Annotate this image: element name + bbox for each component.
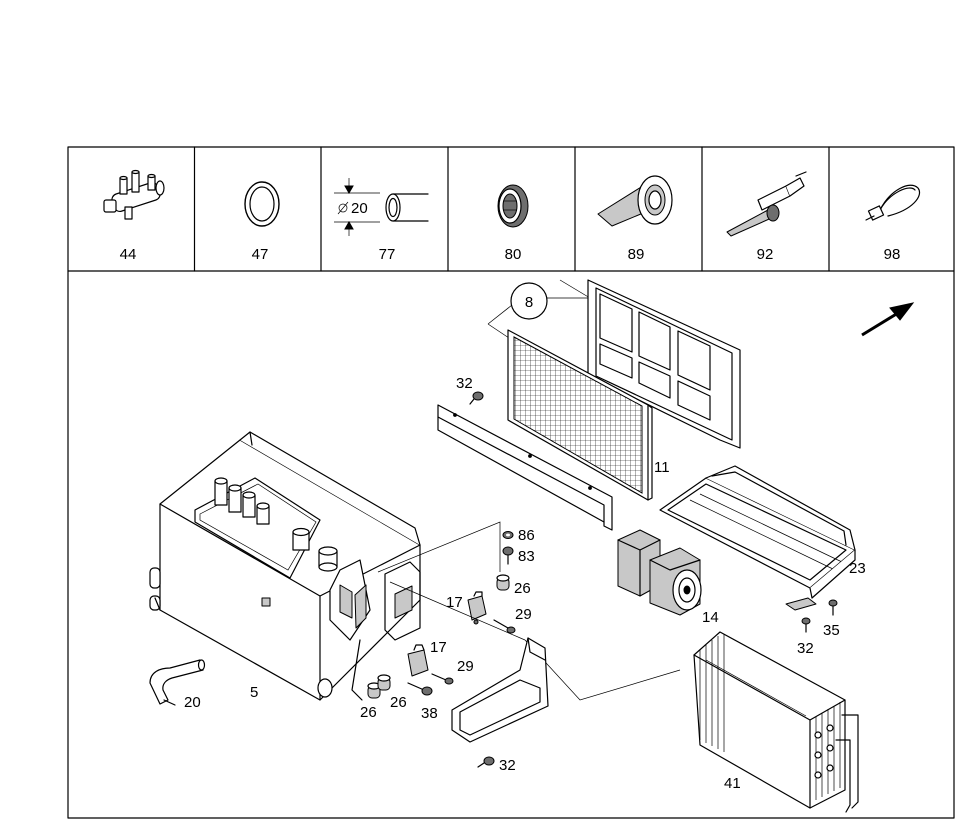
- callout-8: [487, 279, 591, 341]
- housing-fittings: [214, 477, 338, 572]
- blower-unit: [617, 529, 702, 616]
- label-26-top: 26: [514, 580, 531, 597]
- cable-tie-icon: [865, 184, 921, 221]
- label-35: 35: [823, 622, 840, 639]
- part-number-80: 80: [505, 246, 522, 263]
- label-23: 23: [849, 560, 866, 577]
- bushing-26-top: [496, 574, 510, 591]
- label-17-bottom: 17: [430, 639, 447, 656]
- washer-86: [502, 531, 514, 539]
- label-29-bottom: 29: [457, 658, 474, 675]
- label-14: 14: [702, 609, 719, 626]
- frame: [67, 146, 955, 819]
- valve-manifold-icon: [103, 169, 165, 220]
- filter-mesh: [507, 329, 653, 501]
- pipe-elbow: [149, 659, 206, 706]
- drain-tray: [659, 465, 856, 599]
- bolt-83: [502, 546, 514, 565]
- clip-17-top: [467, 591, 487, 625]
- bracket-strip: [437, 404, 613, 531]
- label-86: 86: [518, 527, 535, 544]
- screw-32-top: [469, 391, 484, 405]
- part-number-44: 44: [120, 246, 137, 263]
- part-number-77: 77: [379, 246, 396, 263]
- cable-clip-icon: [726, 171, 807, 237]
- small-bracket: [785, 597, 817, 611]
- label-32-bottom: 32: [499, 757, 516, 774]
- label-38: 38: [421, 705, 438, 722]
- label-29-top: 29: [515, 606, 532, 623]
- hose-icon: [334, 178, 429, 236]
- label-17-top: 17: [446, 594, 463, 611]
- bushing-26-right: [377, 674, 391, 691]
- heater-housing: [149, 431, 421, 701]
- grommet-icon: [497, 184, 529, 228]
- label-11: 11: [654, 459, 670, 476]
- screw-32-bottom: [477, 756, 495, 768]
- hose-dimension: 20: [351, 200, 368, 217]
- heat-exchanger: [693, 631, 859, 813]
- part-number-92: 92: [757, 246, 774, 263]
- label-20: 20: [184, 694, 201, 711]
- screw-35: [828, 599, 838, 616]
- screw-32-right: [801, 617, 811, 633]
- part-number-98: 98: [884, 246, 901, 263]
- part-number-89: 89: [628, 246, 645, 263]
- screw-29-top: [493, 619, 516, 634]
- screw-38: [407, 682, 433, 696]
- filter-frame-panel: [587, 279, 741, 449]
- bottom-bracket: [451, 637, 549, 743]
- clip-17-bottom: [407, 644, 429, 677]
- label-26-left: 26: [360, 704, 377, 721]
- label-41: 41: [724, 775, 741, 792]
- label-26-right: 26: [390, 694, 407, 711]
- o-ring-icon: [244, 181, 280, 227]
- label-83: 83: [518, 548, 535, 565]
- screw-29-bottom: [431, 673, 454, 685]
- part-number-47: 47: [252, 246, 269, 263]
- tape-roll-icon: [597, 175, 673, 227]
- direction-arrow-icon: [861, 302, 915, 337]
- label-32-top: 32: [456, 375, 473, 392]
- label-5: 5: [250, 684, 258, 701]
- label-8: 8: [525, 294, 533, 311]
- label-32-right: 32: [797, 640, 814, 657]
